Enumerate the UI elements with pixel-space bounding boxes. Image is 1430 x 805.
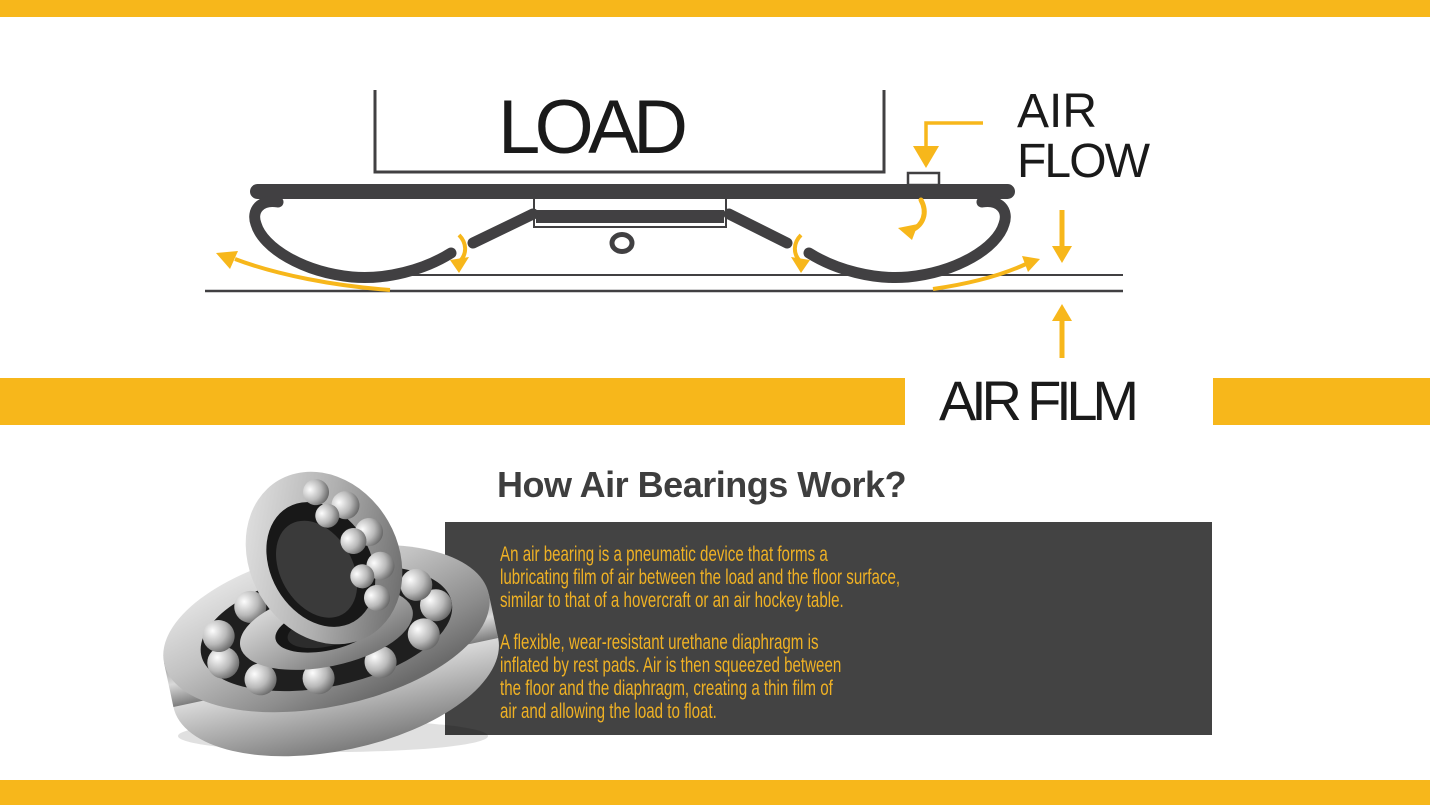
air-flow-label-line1: AIR <box>1017 85 1097 138</box>
article-panel <box>445 522 1212 735</box>
air-film-band-left <box>0 378 905 425</box>
diaphragm-left <box>249 196 539 283</box>
left-escape-arc <box>234 257 391 292</box>
orifice-hole <box>609 232 635 254</box>
paragraph-2-line: the floor and the diaphragm, creating a … <box>500 677 833 700</box>
edge-flow-arrowhead <box>898 224 918 240</box>
small-bearing <box>245 471 403 645</box>
left-hinge-arc <box>457 233 468 263</box>
load-label: LOAD <box>498 85 688 170</box>
article-heading: How Air Bearings Work? <box>497 464 907 505</box>
air-bearing-diagram: LOAD AIR FLOW <box>0 0 1430 432</box>
air-inlet-fitting <box>906 171 941 187</box>
diaphragm-right <box>723 196 1011 283</box>
small-bearing-bore <box>276 520 358 618</box>
air-film-label: AIR FILM <box>939 369 1139 432</box>
left-escape-arrowhead <box>216 251 238 269</box>
small-bearing-balls <box>303 479 395 611</box>
left-hinge-arrowhead <box>450 257 469 273</box>
air-flow-label-line2: FLOW <box>1017 135 1151 188</box>
inlet-arrowhead <box>913 146 939 168</box>
top-accent-bar <box>0 0 1430 17</box>
bearing-top-plate <box>250 184 1015 199</box>
paragraph-2-line: A flexible, wear-resistant urethane diap… <box>500 631 819 654</box>
down-arrowhead <box>1052 246 1072 263</box>
paragraph-1: An air bearing is a pneumatic device tha… <box>500 543 961 612</box>
paragraph-1-line: lubricating film of air between the load… <box>500 566 901 589</box>
load-bracket <box>373 90 886 174</box>
air-film-band-right <box>1213 378 1430 425</box>
right-hinge-arrowhead <box>791 257 810 273</box>
paragraph-1-line: An air bearing is a pneumatic device tha… <box>500 543 828 566</box>
right-escape-arrowhead <box>1022 256 1040 272</box>
air-flow-arrows <box>216 121 1072 358</box>
paragraph-2-line: air and allowing the load to float. <box>500 700 717 723</box>
inlet-elbow-line <box>924 121 983 146</box>
ball-bearing-photo <box>163 471 499 757</box>
bottom-accent-bar <box>0 780 1430 805</box>
right-escape-arc <box>932 262 1027 291</box>
up-arrowhead <box>1052 304 1072 321</box>
paragraph-2: A flexible, wear-resistant urethane diap… <box>500 631 961 723</box>
right-hinge-arc <box>792 233 803 263</box>
paragraph-1-line: similar to that of a hovercraft or an ai… <box>500 589 844 612</box>
paragraph-2-line: inflated by rest pads. Air is then squee… <box>500 654 842 677</box>
rest-pad-bar <box>536 210 724 223</box>
